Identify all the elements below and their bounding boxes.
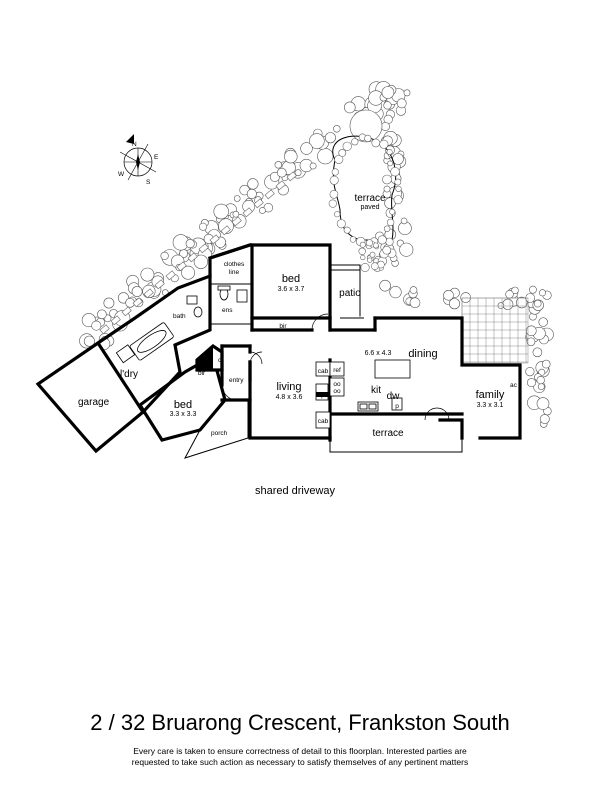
bed-main-dim: 3.6 x 3.7 [278, 286, 305, 293]
compass-e: E [154, 154, 159, 161]
doors [221, 313, 508, 439]
terrace-top-note: paved [360, 204, 379, 211]
dw-label: dw [387, 391, 401, 402]
disclaimer-line-1: Every care is taken to ensure correctnes… [133, 746, 467, 756]
bath-label: bath [173, 313, 186, 320]
linen-label: c [218, 357, 222, 364]
bed-second-dim: 3.3 x 3.3 [170, 411, 197, 418]
terrace-top-label: terrace [354, 193, 386, 204]
garage-label: garage [78, 397, 110, 408]
clothes-line-label-1: clothes [224, 261, 245, 268]
bir-main-label: bir [279, 323, 287, 330]
driveway-label: shared driveway [255, 485, 336, 497]
ens-label: ens [222, 307, 233, 314]
dining-label: dining [408, 348, 437, 360]
oven2-label: oo [333, 388, 341, 395]
disclaimer-line-2: requested to take such action as necessa… [131, 757, 469, 767]
garden-landscaping [79, 81, 554, 428]
disclaimer: Every care is taken to ensure correctnes… [0, 746, 600, 768]
fixtures [115, 285, 411, 429]
paved-courtyard [461, 297, 529, 364]
ac-label: ac [510, 382, 518, 389]
laundry-label: l'dry [120, 369, 138, 380]
entry-label: entry [229, 377, 244, 384]
terrace-stones [99, 133, 403, 335]
bir-second-label: bir [198, 370, 206, 377]
family-dim: 3.3 x 3.1 [477, 402, 504, 409]
bed-main-label: bed [282, 273, 300, 285]
family-label: family [476, 389, 505, 401]
compass-s: S [146, 179, 151, 186]
porch-label: porch [211, 430, 228, 437]
compass-n: N [132, 141, 137, 148]
ref-label: ref [333, 367, 341, 374]
living-dim: 4.8 x 3.6 [276, 394, 303, 401]
dining-dim: 6.6 x 4.3 [365, 350, 392, 357]
room-labels: terrace paved clothes line bed 3.6 x 3.7… [78, 193, 518, 497]
clothes-line-label-2: line [229, 269, 240, 276]
terrace-bottom-label: terrace [372, 428, 404, 439]
living-label: living [276, 381, 301, 393]
property-address: 2 / 32 Bruarong Crescent, Frankston Sout… [90, 710, 510, 735]
oven1-label: oo [333, 381, 341, 388]
cab-bottom-label: cab [318, 418, 329, 425]
bed-second-label: bed [174, 399, 192, 411]
patio-label: patio [339, 288, 361, 299]
building-walls [35, 242, 522, 459]
cab-top-label: cab [318, 368, 329, 375]
kitchen-label: kit [371, 385, 381, 396]
pantry-label: p [395, 403, 399, 410]
fp-label: fp [319, 392, 325, 399]
compass-rose: N E S W [118, 134, 159, 186]
compass-w: W [118, 171, 125, 178]
